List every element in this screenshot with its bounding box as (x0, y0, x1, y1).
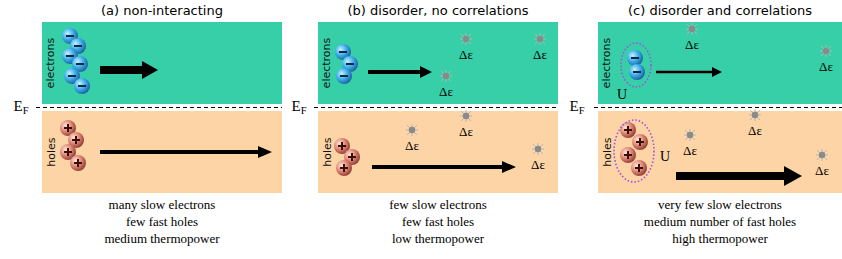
caption-line: medium thermopower (104, 232, 219, 247)
band-label: electrons (45, 38, 57, 89)
disorder-label: Δε (533, 48, 547, 63)
panel-title: (c) disorder and correlations (628, 4, 812, 19)
panel-title: (a) non-interacting (101, 4, 223, 19)
disorder-label: Δε (819, 60, 833, 75)
caption-line: high thermopower (672, 232, 768, 247)
disorder-label: Δε (439, 85, 453, 100)
caption-line: few fast holes (126, 215, 198, 230)
disorder-label: Δε (683, 144, 697, 159)
caption-line: very few slow electrons (658, 198, 782, 213)
band-label: holes (45, 137, 57, 166)
caption-line: few slow electrons (389, 198, 486, 213)
fermi-level-label: EF (291, 98, 306, 117)
disorder-label: Δε (748, 124, 762, 139)
disorder-label: Δε (459, 48, 473, 63)
disorder-label: Δε (685, 38, 699, 53)
caption-line: low thermopower (392, 232, 484, 247)
band-label: electrons (601, 38, 613, 89)
disorder-label: Δε (531, 158, 545, 173)
caption-line: few fast holes (402, 215, 474, 230)
caption-line: medium number of fast holes (644, 215, 796, 230)
band-label: holes (601, 137, 613, 166)
fermi-level-label: EF (13, 98, 28, 117)
interaction-label: U (660, 149, 670, 165)
fermi-level-label: EF (569, 98, 584, 117)
fermi-lines (36, 107, 842, 108)
panel-title: (b) disorder, no correlations (348, 4, 529, 19)
interaction-label: U (617, 87, 627, 103)
disorder-label: Δε (815, 164, 829, 179)
disorder-label: Δε (459, 125, 473, 140)
caption-line: many slow electrons (109, 198, 216, 213)
band-label: holes (321, 137, 333, 166)
band-label: electrons (321, 38, 333, 89)
disorder-label: Δε (405, 139, 419, 154)
